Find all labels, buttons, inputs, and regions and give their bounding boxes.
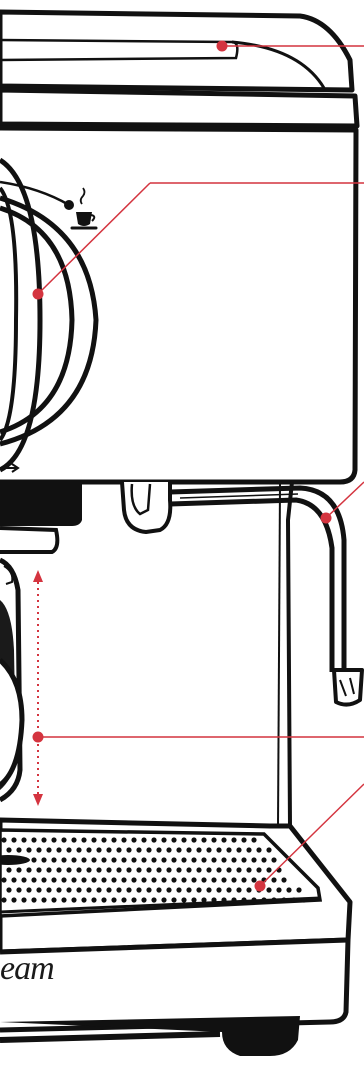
callout-lid	[216, 40, 364, 52]
brand-logo-fragment: eam	[0, 950, 55, 987]
callout-height	[32, 570, 364, 806]
portafilter	[0, 557, 25, 803]
water-tank-lid	[0, 9, 360, 129]
machine-body	[0, 125, 359, 485]
callout-dial	[32, 182, 364, 300]
callout-wand	[320, 481, 364, 524]
group-head	[0, 484, 82, 554]
direction-arrow-icon	[0, 463, 20, 473]
drip-tray	[0, 817, 353, 955]
callout-tray	[254, 783, 364, 892]
machine-base	[0, 937, 351, 1056]
steam-wand	[120, 481, 364, 707]
control-dial	[0, 157, 99, 473]
machine-lower-body	[277, 481, 294, 827]
drip-tray-grate	[1, 837, 307, 903]
coffee-cup-icon	[70, 187, 98, 230]
callouts	[32, 40, 364, 892]
